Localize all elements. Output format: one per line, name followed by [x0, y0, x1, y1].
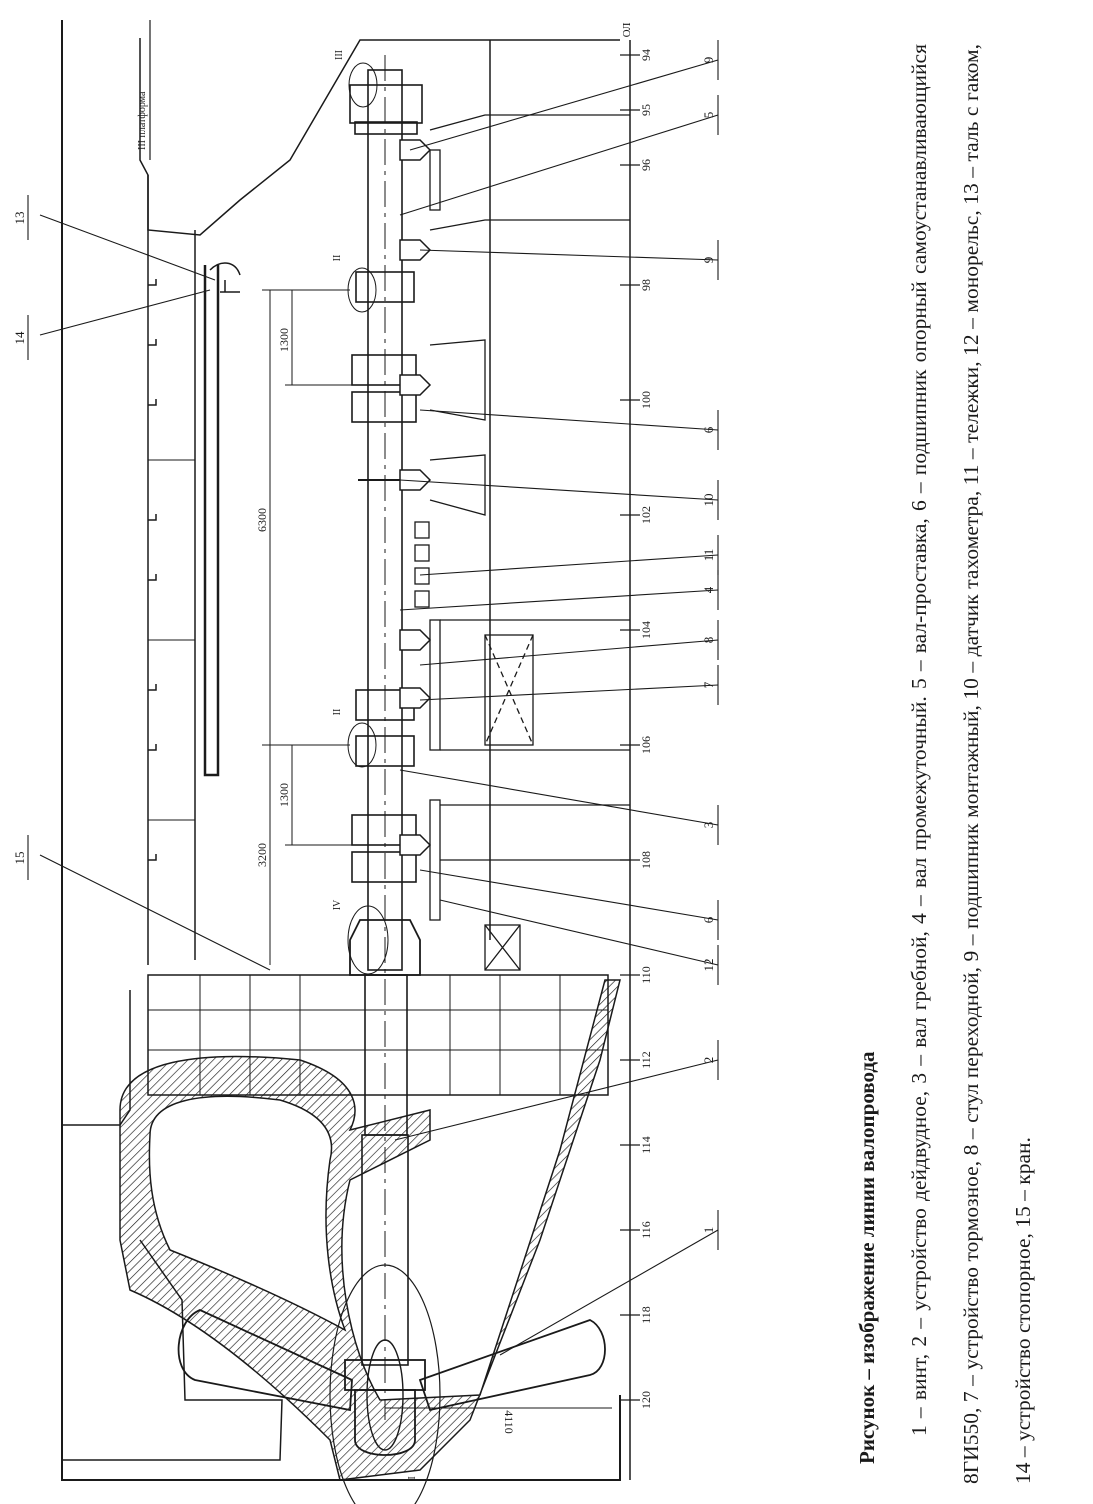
deck-label: III платформа	[137, 91, 148, 150]
shaft-line	[344, 69, 426, 1456]
dimension-label: 1300	[277, 783, 291, 807]
frame-label: 120	[639, 1391, 653, 1409]
view-label: II	[332, 255, 343, 262]
frame-label: 104	[639, 621, 653, 639]
frame-label: 114	[639, 1136, 653, 1154]
callout-label: 8	[701, 637, 716, 644]
callout-label: 9	[701, 257, 716, 264]
callout-numbers: 9 5 9 6 10 11 4 8 7 3 6 12 2 1 13 14 15	[12, 57, 716, 1234]
dimension-label: 3200	[255, 843, 269, 867]
propeller	[177, 1264, 606, 1504]
frame-label: 98	[639, 279, 653, 291]
frame-label: 102	[639, 506, 653, 524]
callout-label: 9	[701, 57, 716, 64]
callout-label: 6	[701, 916, 716, 923]
frame-label: 94	[639, 49, 653, 61]
callout-label: 15	[12, 852, 27, 865]
stern-structure	[119, 979, 621, 1481]
caption-title: Рисунок – изображение линии валопровода	[855, 1051, 879, 1464]
baseline-label: ОЛ	[621, 22, 633, 37]
view-label: II	[332, 709, 343, 716]
dimension-label: 1300	[277, 328, 291, 352]
frame-numbers: 94 95 96 98 100 102 104 106 108 110 112 …	[639, 49, 653, 1409]
callout-label: 2	[701, 1057, 716, 1064]
bearings	[399, 114, 630, 971]
callout-label: 12	[701, 959, 716, 972]
frame-scale	[620, 40, 640, 1480]
callout-label: 14	[12, 331, 27, 345]
callout-label: 1	[701, 1227, 716, 1234]
frame-label: 108	[639, 851, 653, 869]
frame-label: 100	[639, 391, 653, 409]
callout-label: 3	[701, 822, 716, 829]
frame-label: 112	[639, 1051, 653, 1069]
frame-label: 118	[639, 1306, 653, 1324]
callout-label: 13	[12, 212, 27, 225]
view-label: III	[334, 50, 345, 60]
callout-label: 7	[701, 681, 716, 688]
caption-legend: 1 – винт, 2 – устройство дейдвудное, 3 –…	[907, 44, 1035, 1484]
frame-label: 96	[639, 159, 653, 171]
callout-leaders	[27, 40, 719, 1356]
callout-label: 11	[701, 549, 716, 562]
callout-label: 10	[701, 494, 716, 507]
frame-label: 95	[639, 104, 653, 116]
dimension-lines: 1300 6300 1300 3200 4110	[255, 289, 612, 1434]
figure-caption: Рисунок – изображение линии валопровода …	[0, 0, 1035, 1504]
frame-label: 110	[639, 966, 653, 984]
dimension-label: 4110	[502, 1410, 516, 1434]
frame-label: 116	[639, 1221, 653, 1239]
view-label: I	[407, 1476, 418, 1479]
frame-label: 106	[639, 736, 653, 754]
view-markers: III II II IV I	[332, 50, 418, 1480]
dimension-label: 6300	[255, 508, 269, 532]
callout-label: 5	[701, 112, 716, 119]
callout-label: 4	[701, 586, 716, 593]
view-label: IV	[332, 899, 343, 910]
callout-label: 6	[701, 426, 716, 433]
